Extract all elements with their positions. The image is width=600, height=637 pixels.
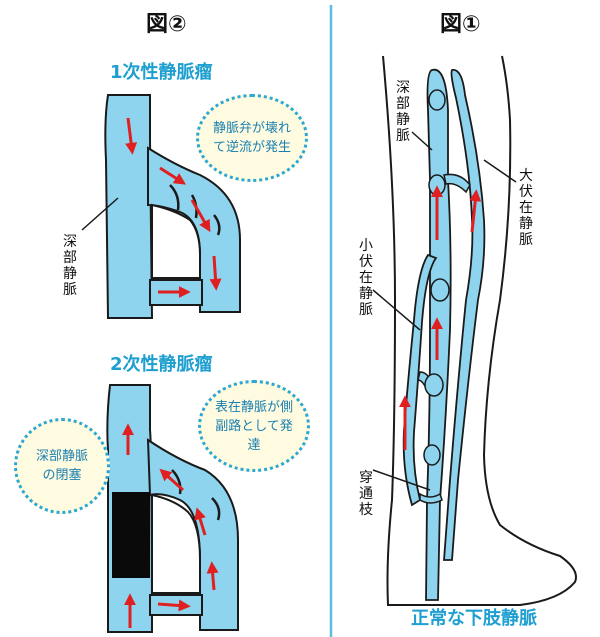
- normal-leg-illustration: [372, 55, 577, 606]
- secondary-varicose-title: 2次性静脈瘤: [110, 354, 213, 375]
- occlusion-block: [112, 492, 150, 578]
- deep-vein-label-fig1: 深部静脈: [396, 80, 410, 144]
- great-saphenous-label: 大伏在静脈: [519, 168, 533, 248]
- collateral-bubble: 表在静脈が側副路として発達: [198, 380, 310, 472]
- occlusion-bubble: 深部静脈の閉塞: [14, 418, 110, 514]
- valve-reflux-bubble: 静脈弁が壊れて逆流が発生: [196, 94, 308, 182]
- primary-varicose-title: 1次性静脈瘤: [110, 62, 213, 83]
- figure1-caption: 正常な下肢静脈: [411, 608, 537, 629]
- primary-varicose-vein-illustration: [81, 94, 241, 319]
- secondary-varicose-vein-illustration: [106, 384, 239, 633]
- deep-vein-label-fig2: 深部静脈: [63, 234, 77, 298]
- figure1-title: 図①: [440, 12, 481, 37]
- figure2-title: 図②: [146, 12, 187, 37]
- perforator-label: 穿通枝: [359, 470, 373, 518]
- small-saphenous-label: 小伏在静脈: [359, 238, 373, 318]
